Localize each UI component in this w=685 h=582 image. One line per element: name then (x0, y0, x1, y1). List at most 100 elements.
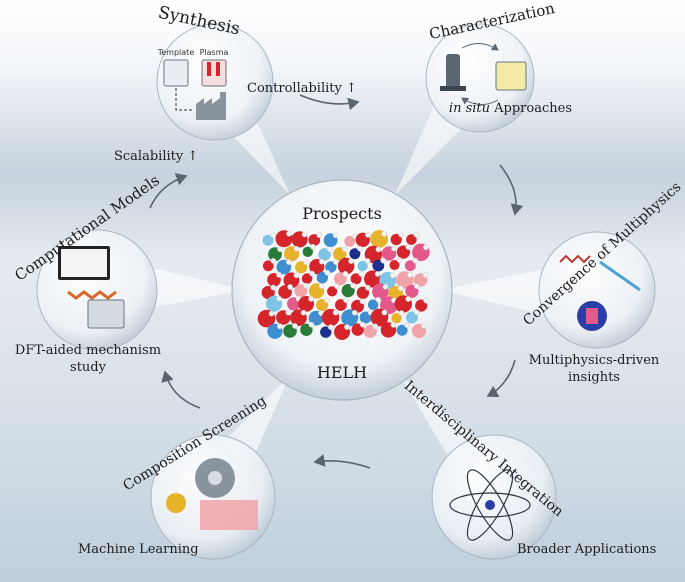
insitu-rest: Approaches (490, 101, 572, 116)
lattice-hydrogen (404, 322, 410, 329)
lattice-hydrogen (309, 270, 315, 277)
lattice-hydrogen (405, 244, 412, 250)
lattice-hydrogen (421, 323, 427, 329)
lattice-hydrogen (277, 323, 283, 330)
lattice-hydrogen (343, 297, 349, 303)
lattice-hydrogen (389, 272, 396, 279)
lattice-hydrogen (309, 243, 316, 250)
lattice-hydrogen (332, 232, 339, 239)
lattice-hydrogen (326, 246, 333, 253)
lattice-hydrogen (391, 245, 397, 252)
lattice-atom (344, 235, 356, 247)
lattice-hydrogen (276, 271, 282, 278)
dashed-flow-line (175, 88, 192, 111)
lattice-hydrogen (406, 272, 413, 278)
interdisciplinary-node: Interdisciplinary Integration (401, 378, 566, 560)
lattice-hydrogen (324, 297, 330, 303)
cycle-arrow-bottom (461, 97, 499, 105)
lattice-hydrogen (364, 231, 371, 238)
lattice-hydrogen (397, 285, 404, 292)
dft-label-line2: study (70, 360, 107, 375)
lattice-hydrogen (303, 282, 309, 289)
lattice-hydrogen (300, 309, 307, 316)
lattice-hydrogen (381, 231, 387, 237)
device-core-icon (586, 308, 598, 324)
microscope-icon (446, 54, 460, 88)
lattice-hydrogen (382, 283, 389, 290)
multiphysics-bubble (538, 231, 656, 349)
lattice-hydrogen (359, 298, 366, 305)
insitu-italic: in situ (449, 101, 490, 116)
lattice-hydrogen (287, 284, 293, 290)
dft-label-line1: DFT-aided mechanism (15, 343, 161, 358)
computational-node: Computational Models (11, 171, 163, 351)
lattice-hydrogen (348, 258, 354, 264)
arrow-interdisciplinary-to-composition (313, 454, 371, 469)
lattice-atom (349, 248, 361, 260)
lattice-hydrogen (344, 324, 350, 330)
lattice-hydrogen (375, 246, 382, 253)
spectrum-line-icon (599, 260, 641, 292)
lattice-atom (301, 273, 313, 284)
lattice-hydrogen (324, 269, 331, 276)
lattice-hydrogen (380, 257, 387, 264)
lattice-atom (391, 312, 402, 324)
lattice-hydrogen (293, 272, 300, 279)
lattice-atom (396, 324, 408, 336)
periodic-table-icon (200, 500, 258, 530)
arrow-computational-to-synthesis (149, 173, 188, 209)
arrow-synthesis-to-characterization (299, 94, 360, 111)
lattice-hydrogen (374, 271, 381, 277)
crystal-structure (257, 230, 430, 340)
lattice-atom (335, 299, 347, 311)
lattice-hydrogen (396, 257, 403, 263)
lattice-atom (320, 326, 332, 338)
lattice-hydrogen (270, 257, 277, 264)
lattice-hydrogen (381, 309, 388, 316)
lattice-hydrogen (414, 309, 420, 316)
lattice-hydrogen (301, 231, 308, 238)
plasma-electrode-right (216, 62, 220, 76)
lattice-hydrogen (270, 232, 276, 239)
lattice-hydrogen (423, 297, 430, 304)
lattice-hydrogen (359, 321, 366, 328)
lattice-hydrogen (277, 246, 283, 253)
lattice-hydrogen (308, 321, 315, 328)
center-node: Prospects HELH (231, 179, 453, 401)
arrow-characterization-to-multiphysics (499, 164, 524, 216)
factory-icon (196, 92, 226, 120)
lattice-atom (262, 260, 274, 272)
broader-applications-label: Broader Applications (517, 542, 656, 557)
lattice-hydrogen (357, 245, 363, 252)
lattice-hydrogen (350, 282, 356, 289)
lattice-hydrogen (318, 258, 325, 265)
lattice-atom (389, 260, 400, 270)
machine-learning-label: Machine Learning (78, 542, 199, 557)
atom-orbit-1 (449, 492, 531, 518)
lattice-atom (308, 234, 321, 246)
lattice-atom (357, 260, 368, 272)
lattice-hydrogen (333, 259, 339, 265)
lattice-atom (302, 246, 313, 257)
lattice-hydrogen (270, 284, 277, 291)
lattice-hydrogen (375, 296, 382, 303)
insitu-label: in situ Approaches (449, 101, 572, 116)
lattice-hydrogen (398, 231, 405, 238)
lattice-hydrogen (405, 296, 412, 302)
scalability-label: Scalability ↑ (114, 149, 198, 164)
plasma-tag: Plasma (200, 48, 229, 57)
plasma-electrode-left (207, 62, 211, 76)
center-label: HELH (317, 363, 367, 382)
lattice-hydrogen (398, 310, 405, 316)
lattice-hydrogen (316, 232, 323, 238)
lattice-hydrogen (365, 284, 371, 291)
lattice-hydrogen (293, 245, 300, 252)
lattice-atom (350, 273, 362, 285)
lattice-hydrogen (390, 322, 397, 328)
lattice-atom (316, 272, 328, 284)
lattice-hydrogen (285, 309, 292, 316)
lattice-hydrogen (351, 309, 358, 316)
wave-icon (559, 254, 591, 264)
microscope-base (440, 86, 466, 91)
